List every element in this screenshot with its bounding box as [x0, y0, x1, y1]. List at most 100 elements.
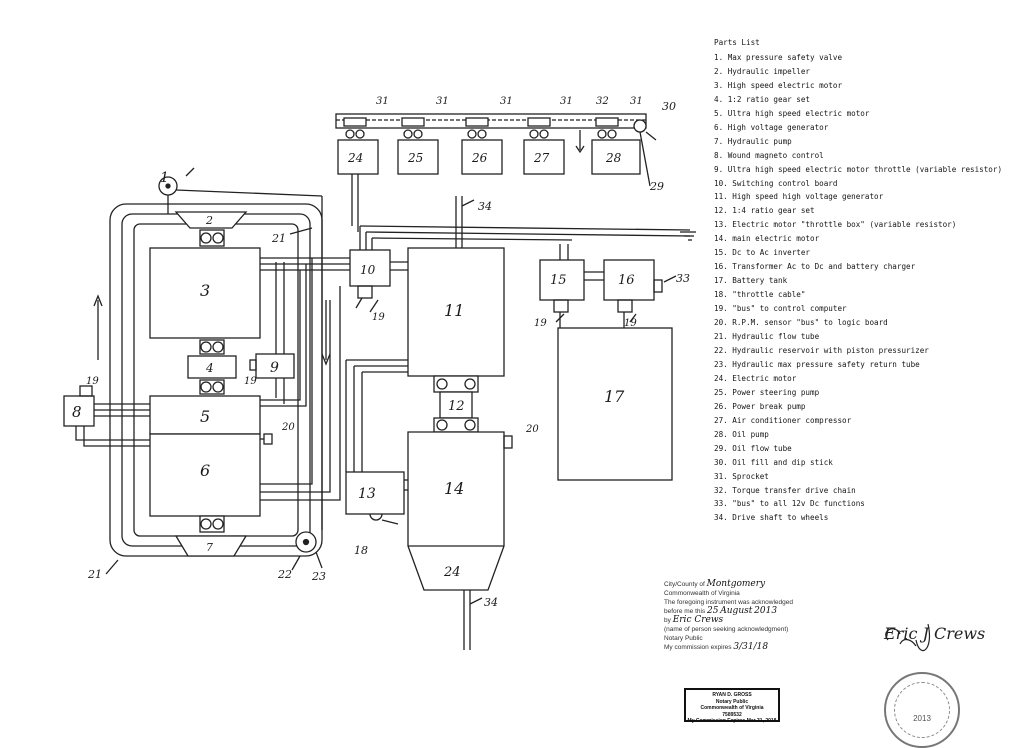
- parts-list: Parts List 1. Max pressure safety valve …: [714, 36, 1002, 525]
- motor-24: [337, 139, 379, 175]
- part-17: 17. Battery tank: [714, 276, 788, 286]
- label-28: 28: [605, 151, 622, 165]
- part-7: 7. Hydraulic pump: [714, 136, 792, 146]
- label-19-left: 19: [86, 376, 99, 387]
- part-6: 6. High voltage generator: [714, 122, 829, 132]
- stamp-role: Notary Public: [715, 698, 749, 705]
- label-25: 25: [407, 151, 423, 165]
- notary-signer: Eric Crews: [672, 615, 724, 625]
- part-25: 25. Power steering pump: [714, 387, 820, 397]
- label-21-top: 21: [271, 232, 286, 245]
- label-33: 33: [676, 272, 690, 285]
- label-31-c: 31: [500, 96, 513, 107]
- part-20: 20. R.P.M. sensor "bus" to logic board: [714, 318, 888, 328]
- label-17: 17: [604, 387, 625, 406]
- label-19-transformer: 19: [624, 318, 637, 329]
- part-10: 10. Switching control board: [714, 178, 838, 188]
- notary-month: August: [720, 606, 753, 616]
- notary-expires: 3/31/18: [733, 642, 769, 652]
- label-21-bottom: 21: [87, 568, 102, 581]
- motor-5: [149, 395, 261, 435]
- stamp-reg: 7589532: [722, 711, 742, 718]
- part-29: 29. Oil flow tube: [714, 443, 792, 453]
- label-3: 3: [200, 281, 210, 300]
- label-23: 23: [311, 570, 326, 583]
- signature: Eric J Crews: [884, 624, 986, 643]
- notary-public-caption: Notary Public: [664, 635, 703, 642]
- notary-seal: 2013: [884, 672, 960, 748]
- label-12: 12: [448, 399, 465, 414]
- part-16: 16. Transformer Ac to Dc and battery cha…: [714, 262, 916, 272]
- label-18: 18: [354, 544, 368, 557]
- notary-date-label: before me this: [664, 608, 706, 615]
- part-21: 21. Hydraulic flow tube: [714, 332, 820, 342]
- battery-tank-17: [557, 327, 673, 481]
- label-6: 6: [200, 461, 210, 480]
- part-26: 26. Power break pump: [714, 401, 806, 411]
- part-5: 5. Ultra high speed electric motor: [714, 108, 870, 118]
- label-16: 16: [618, 273, 635, 288]
- brake-pump-26: [461, 139, 503, 175]
- notary-commonwealth: Commonwealth of Virginia: [664, 590, 740, 597]
- label-24-lower: 24: [443, 565, 461, 580]
- seal-year: 2013: [913, 714, 931, 723]
- part-30: 30. Oil fill and dip stick: [714, 457, 833, 467]
- part-22: 22. Hydraulic reservoir with piston pres…: [714, 345, 929, 355]
- label-31-d: 31: [560, 96, 573, 107]
- label-19-inverter: 19: [534, 318, 547, 329]
- notary-year: 2013: [754, 606, 778, 616]
- part-18: 18. "throttle cable": [714, 290, 806, 300]
- schematic-diagram: 1 2 3 4 5 6 7 8 9 10 11 12 13 14 15 16 1…: [63, 96, 930, 652]
- label-30: 30: [662, 100, 676, 113]
- part-14: 14. main electric motor: [714, 234, 820, 244]
- stamp-expires: My Commission Expires Mar 31, 2018: [687, 718, 777, 724]
- label-13: 13: [358, 486, 376, 502]
- part-24: 24. Electric motor: [714, 373, 797, 383]
- part-34: 34. Drive shaft to wheels: [714, 513, 829, 523]
- stamp-name: RYAN D. GROSS: [712, 692, 752, 698]
- part-13: 13. Electric motor "throttle box" (varia…: [714, 220, 957, 230]
- label-15: 15: [550, 273, 567, 288]
- steering-pump-25: [397, 139, 439, 175]
- notary-county: Montgomery: [706, 579, 766, 589]
- label-31-b: 31: [436, 96, 449, 107]
- label-8: 8: [72, 403, 82, 421]
- part-1: 1. Max pressure safety valve: [714, 52, 843, 62]
- label-34-bottom: 34: [484, 596, 498, 609]
- part-23: 23. Hydraulic max pressure safety return…: [714, 359, 920, 369]
- part-4: 4. 1:2 ratio gear set: [714, 94, 811, 104]
- label-11: 11: [444, 301, 464, 320]
- notary-stamp: RYAN D. GROSS Notary Public Commonwealth…: [684, 688, 780, 724]
- part-28: 28. Oil pump: [714, 429, 769, 439]
- label-34-top: 34: [478, 200, 492, 213]
- label-14: 14: [444, 479, 464, 498]
- impeller-2: [174, 211, 248, 229]
- label-31-a: 31: [376, 96, 389, 107]
- label-4: 4: [205, 361, 214, 375]
- part-2: 2. Hydraulic impeller: [714, 66, 811, 76]
- gear-set-4: [187, 355, 237, 379]
- oil-pump-28: [591, 139, 641, 175]
- label-29: 29: [649, 180, 664, 193]
- label-20-left: 20: [281, 422, 295, 433]
- part-19: 19. "bus" to control computer: [714, 304, 847, 314]
- label-10: 10: [360, 263, 376, 277]
- throttle-box-13: [345, 471, 405, 515]
- magneto-8: [63, 395, 95, 427]
- notary-expires-label: My commission expires: [664, 644, 732, 651]
- notary-acknowledged: The foregoing instrument was acknowledge…: [664, 599, 793, 606]
- label-20-right: 20: [525, 424, 539, 435]
- oil-fill-30: [633, 119, 647, 133]
- motor-3: [149, 247, 261, 339]
- notary-block: City/County of Montgomery Commonwealth o…: [664, 579, 793, 652]
- label-27: 27: [533, 151, 550, 165]
- part-3: 3. High speed electric motor: [714, 80, 843, 90]
- label-9: 9: [270, 360, 279, 376]
- notary-signer-caption: (name of person seeking acknowledgment): [664, 626, 789, 633]
- signature-scribble: [885, 623, 930, 652]
- generator-11: [407, 247, 505, 377]
- label-26: 26: [471, 151, 488, 165]
- notary-county-label: City/County of: [664, 581, 705, 588]
- part-8: 8. Wound magneto control: [714, 150, 824, 160]
- label-31-e: 31: [630, 96, 643, 107]
